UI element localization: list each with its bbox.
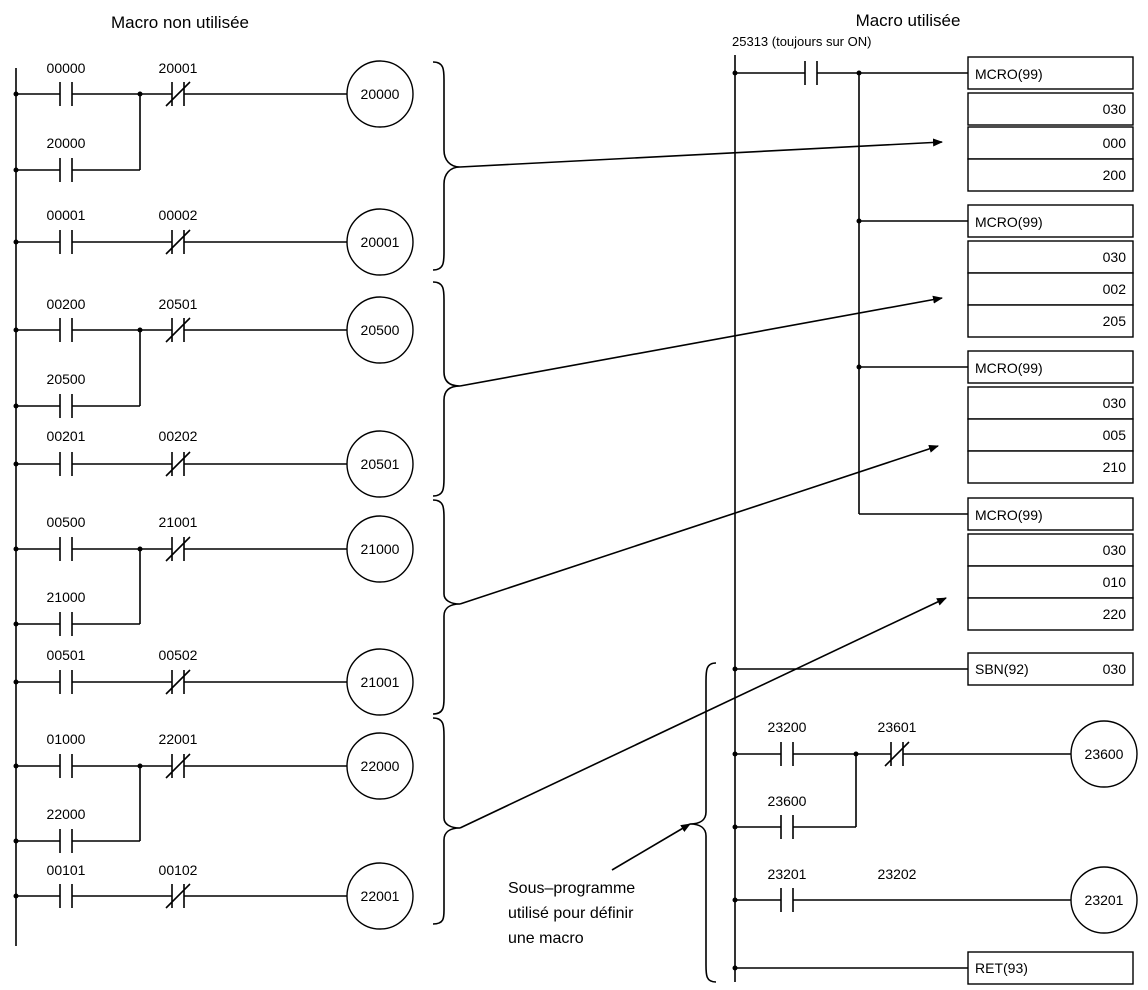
brace [432,717,461,925]
contact-label: 00500 [47,514,86,530]
sbn-value: 030 [1103,661,1127,677]
macro-operand: 210 [1103,459,1127,475]
mapping-arrow [459,445,939,605]
macro-operand: 030 [1103,101,1127,117]
left-rung-2: 00001 00002 20001 [13,207,414,276]
macro-operand: 205 [1103,313,1127,329]
macro-operand: 030 [1103,249,1127,265]
left-rung-7: 01000 22001 22000 22000 [13,731,414,853]
macro-operand: 220 [1103,606,1127,622]
macro-operand: 005 [1103,427,1127,443]
note-line: une macro [508,930,584,947]
contact-label: 20001 [159,60,198,76]
brace [432,499,461,715]
contact-label: 00202 [159,428,198,444]
left-rung-8: 00101 00102 22001 [13,862,414,930]
macro-instruction: MCRO(99) [975,66,1043,82]
contact-label: 00002 [159,207,198,223]
contact-label: 00102 [159,862,198,878]
contact-label: 21001 [159,514,198,530]
coil-label: 21000 [361,541,400,557]
mapping-arrow [459,597,947,829]
macro-instruction: MCRO(99) [975,360,1043,376]
brace [432,61,461,271]
coil-label: 21001 [361,674,400,690]
contact-label: 22001 [159,731,198,747]
macro-operand: 002 [1103,281,1127,297]
brace [689,662,717,983]
left-rung-6: 00501 00502 21001 [13,647,414,716]
contact-label: 00001 [47,207,86,223]
right-header: Macro utilisée [856,11,961,30]
left-rung-5: 00500 21001 21000 21000 [13,514,414,636]
macro-operand: 010 [1103,574,1127,590]
macro-block-3: MCRO(99) 030 005 210 [967,350,1134,484]
macro-block-2: MCRO(99) 030 002 205 [967,204,1134,338]
note-arrow [611,823,691,871]
contact-label: 00501 [47,647,86,663]
macro-operand: 000 [1103,135,1127,151]
contact-label: 21000 [47,589,86,605]
coil-label: 20501 [361,456,400,472]
macro-operand: 030 [1103,395,1127,411]
macro-instruction: MCRO(99) [975,214,1043,230]
note-line: Sous–programme [508,880,635,897]
ret-instruction: RET(93) [732,951,1134,985]
left-rung-3: 00200 20501 20500 20500 [13,296,414,418]
brace [432,281,461,497]
macro-instruction: MCRO(99) [975,507,1043,523]
left-header: Macro non utilisée [111,13,249,32]
contact-label: 23200 [768,719,807,735]
mapping-arrow [459,138,943,168]
contact-label: 00000 [47,60,86,76]
contact-label: 20501 [159,296,198,312]
contact-label: 23201 [768,866,807,882]
contact-label: 00200 [47,296,86,312]
contact-label: 20000 [47,135,86,151]
sub-rung-1: 23200 23601 23600 23600 [732,719,1138,839]
left-rung-1: 00000 20001 20000 20000 [13,60,414,182]
coil-label: 20000 [361,86,400,102]
coil-label: 22001 [361,888,400,904]
sbn-label: SBN(92) [975,661,1029,677]
contact-label: 23600 [768,793,807,809]
macro-block-4: MCRO(99) 030 010 220 [967,497,1134,631]
contact-label: 00201 [47,428,86,444]
contact-label: 00101 [47,862,86,878]
mapping-arrow [459,295,943,387]
contact-label: 01000 [47,731,86,747]
left-rung-4: 00201 00202 20501 [13,428,414,498]
contact-label: 23601 [878,719,917,735]
note-line: utilisé pour définir [508,905,634,922]
coil-label: 20001 [361,234,400,250]
contact-label: 23202 [878,866,917,882]
macro-operand: 030 [1103,542,1127,558]
always-on-label: 25313 (toujours sur ON) [732,34,871,49]
macro-operand: 200 [1103,167,1127,183]
coil-label: 23201 [1085,892,1124,908]
sub-rung-2: 23201 23202 23201 [732,866,1138,934]
coil-label: 20500 [361,322,400,338]
coil-label: 23600 [1085,746,1124,762]
contact-label: 22000 [47,806,86,822]
contact-label: 20500 [47,371,86,387]
ret-label: RET(93) [975,960,1028,976]
macro-block-1: MCRO(99) 030 000 200 [967,56,1134,192]
contact-label: 00502 [159,647,198,663]
coil-label: 22000 [361,758,400,774]
sbn-instruction: SBN(92) 030 [732,652,1134,686]
